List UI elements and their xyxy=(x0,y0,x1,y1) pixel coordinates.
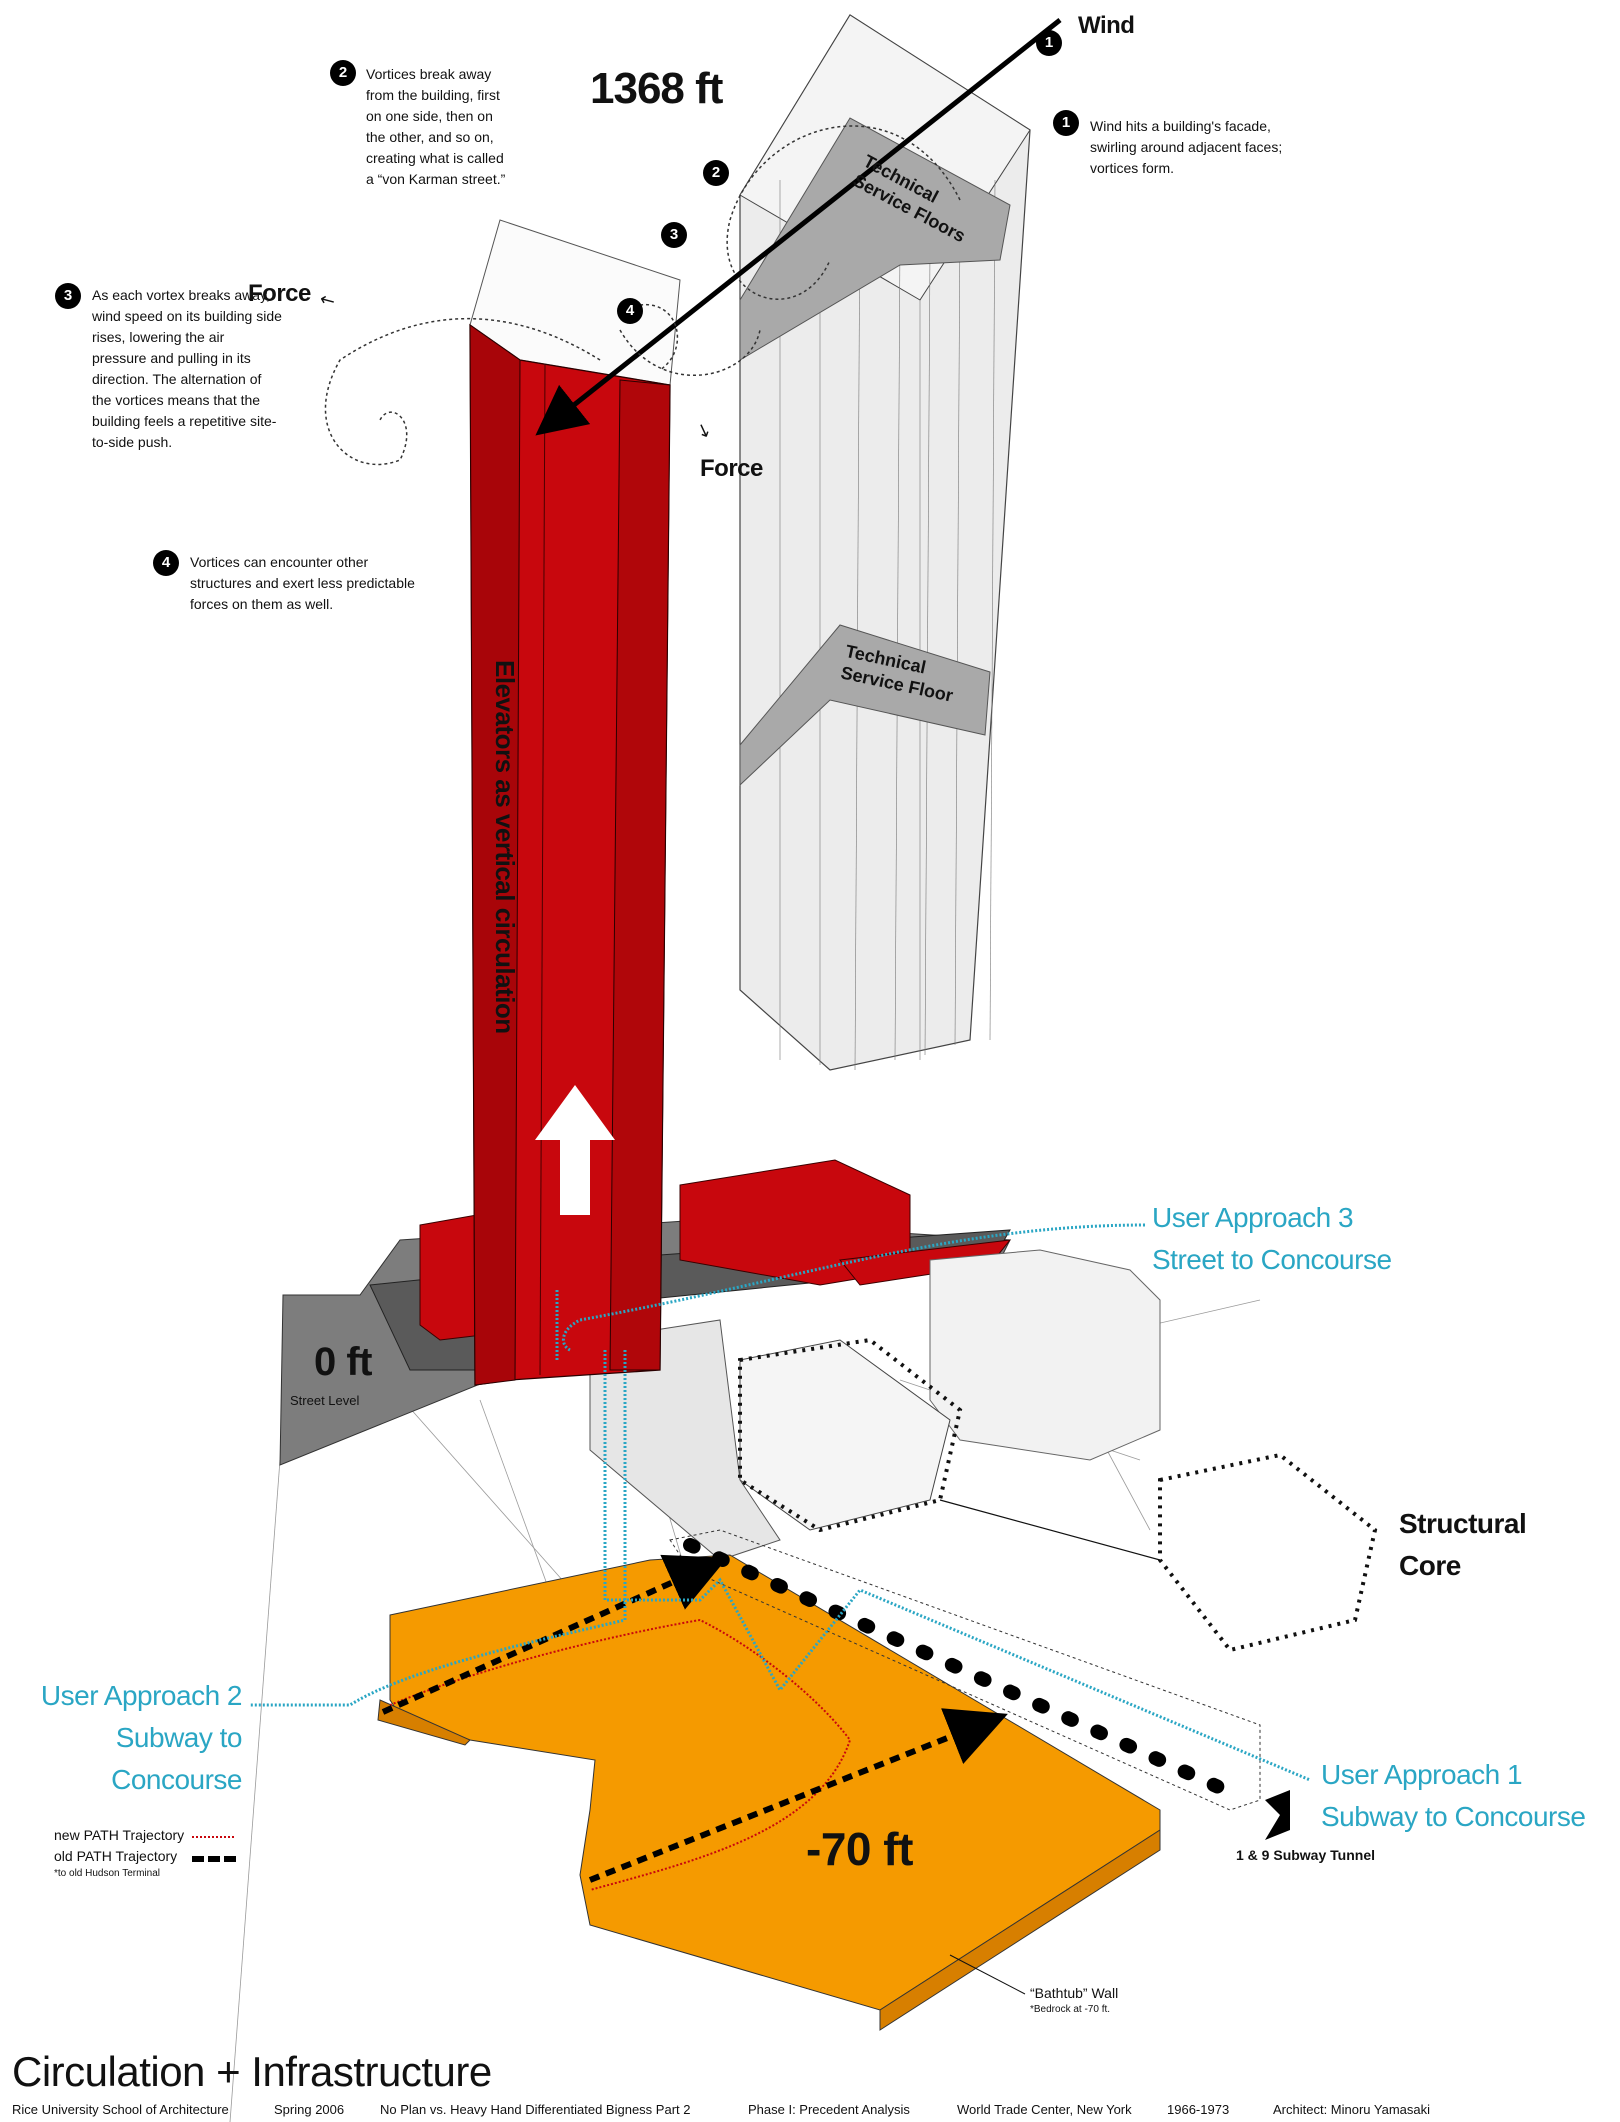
user-approach-1-subtitle: Subway to Concourse xyxy=(1321,1801,1586,1832)
top-height-label: 1368 ft xyxy=(590,64,723,113)
structural-core-label-line1: Structural xyxy=(1399,1508,1527,1539)
force-label-left: Force xyxy=(248,280,311,307)
street-level-label: Street Level xyxy=(290,1393,360,1408)
user-approach-1-title: User Approach 1 xyxy=(1321,1759,1523,1790)
footer-semester: Spring 2006 xyxy=(274,2102,345,2117)
wind-label: Wind xyxy=(1078,12,1135,39)
user-approach-2-line2: Subway to xyxy=(115,1722,243,1753)
orange-concourse xyxy=(377,1554,1161,2031)
force-label-right: Force xyxy=(700,455,763,482)
elevator-label: Elevators as vertical circulation xyxy=(490,660,520,1034)
legend-note: *to old Hudson Terminal xyxy=(54,1868,160,1879)
wind-marker-3: 3 xyxy=(661,222,687,248)
note-1-text: Wind hits a building's facade, swirling … xyxy=(1090,118,1283,176)
structural-core-label-line2: Core xyxy=(1399,1550,1461,1581)
new-path-trajectory xyxy=(389,1618,852,1891)
note-3-badge: 3 xyxy=(55,283,81,309)
street-level-height: 0 ft xyxy=(314,1340,373,1384)
note-4-text: Vortices can encounter other structures … xyxy=(190,554,415,612)
structural-core-outline-2 xyxy=(1158,1452,1378,1653)
footer-years: 1966-1973 xyxy=(1167,2102,1230,2117)
subway-tunnel-label: 1 & 9 Subway Tunnel xyxy=(1236,1847,1375,1863)
wind-marker-1: 1 xyxy=(1036,30,1062,56)
bathtub-wall-note: *Bedrock at -70 ft. xyxy=(1030,2004,1111,2015)
footer-school: Rice University School of Architecture xyxy=(12,2102,229,2117)
note-3-text: As each vortex breaks away, wind speed o… xyxy=(92,287,282,450)
user-approach-2-line3: Concourse xyxy=(111,1764,242,1795)
red-tower xyxy=(469,219,681,1386)
legend-old-path-swatch xyxy=(192,1856,236,1862)
grey-low-buildings xyxy=(589,1249,1161,1561)
old-path-trajectory-2 xyxy=(588,1708,1008,1883)
note-2-text: Vortices break away from the building, f… xyxy=(366,66,506,187)
user-approach-3-subtitle: Street to Concourse xyxy=(1152,1244,1392,1275)
note-4-badge: 4 xyxy=(153,550,179,576)
note-1-badge: 1 xyxy=(1053,110,1079,136)
legend-old-path: old PATH Trajectory xyxy=(54,1848,178,1864)
bathtub-wall-label: “Bathtub” Wall xyxy=(1030,1985,1119,2001)
footer-architect: Architect: Minoru Yamasaki xyxy=(1273,2102,1431,2117)
footer-building: World Trade Center, New York xyxy=(957,2102,1132,2117)
vortex-swirls xyxy=(324,304,761,466)
legend-new-path-swatch xyxy=(192,1836,234,1838)
wind-marker-4: 4 xyxy=(617,298,643,324)
legend-new-path: new PATH Trajectory xyxy=(54,1827,185,1843)
user-approach-routes xyxy=(250,1223,1311,1782)
page-title: Circulation + Infrastructure xyxy=(12,2048,492,2095)
footer-project: No Plan vs. Heavy Hand Differentiated Bi… xyxy=(380,2102,691,2117)
wind-marker-2: 2 xyxy=(703,160,729,186)
note-2-badge: 2 xyxy=(330,60,356,86)
footer-phase: Phase I: Precedent Analysis xyxy=(748,2102,910,2117)
bottom-height-label: -70 ft xyxy=(806,1823,913,1875)
user-approach-2-title: User Approach 2 xyxy=(40,1680,243,1711)
user-approach-3-title: User Approach 3 xyxy=(1152,1202,1354,1233)
